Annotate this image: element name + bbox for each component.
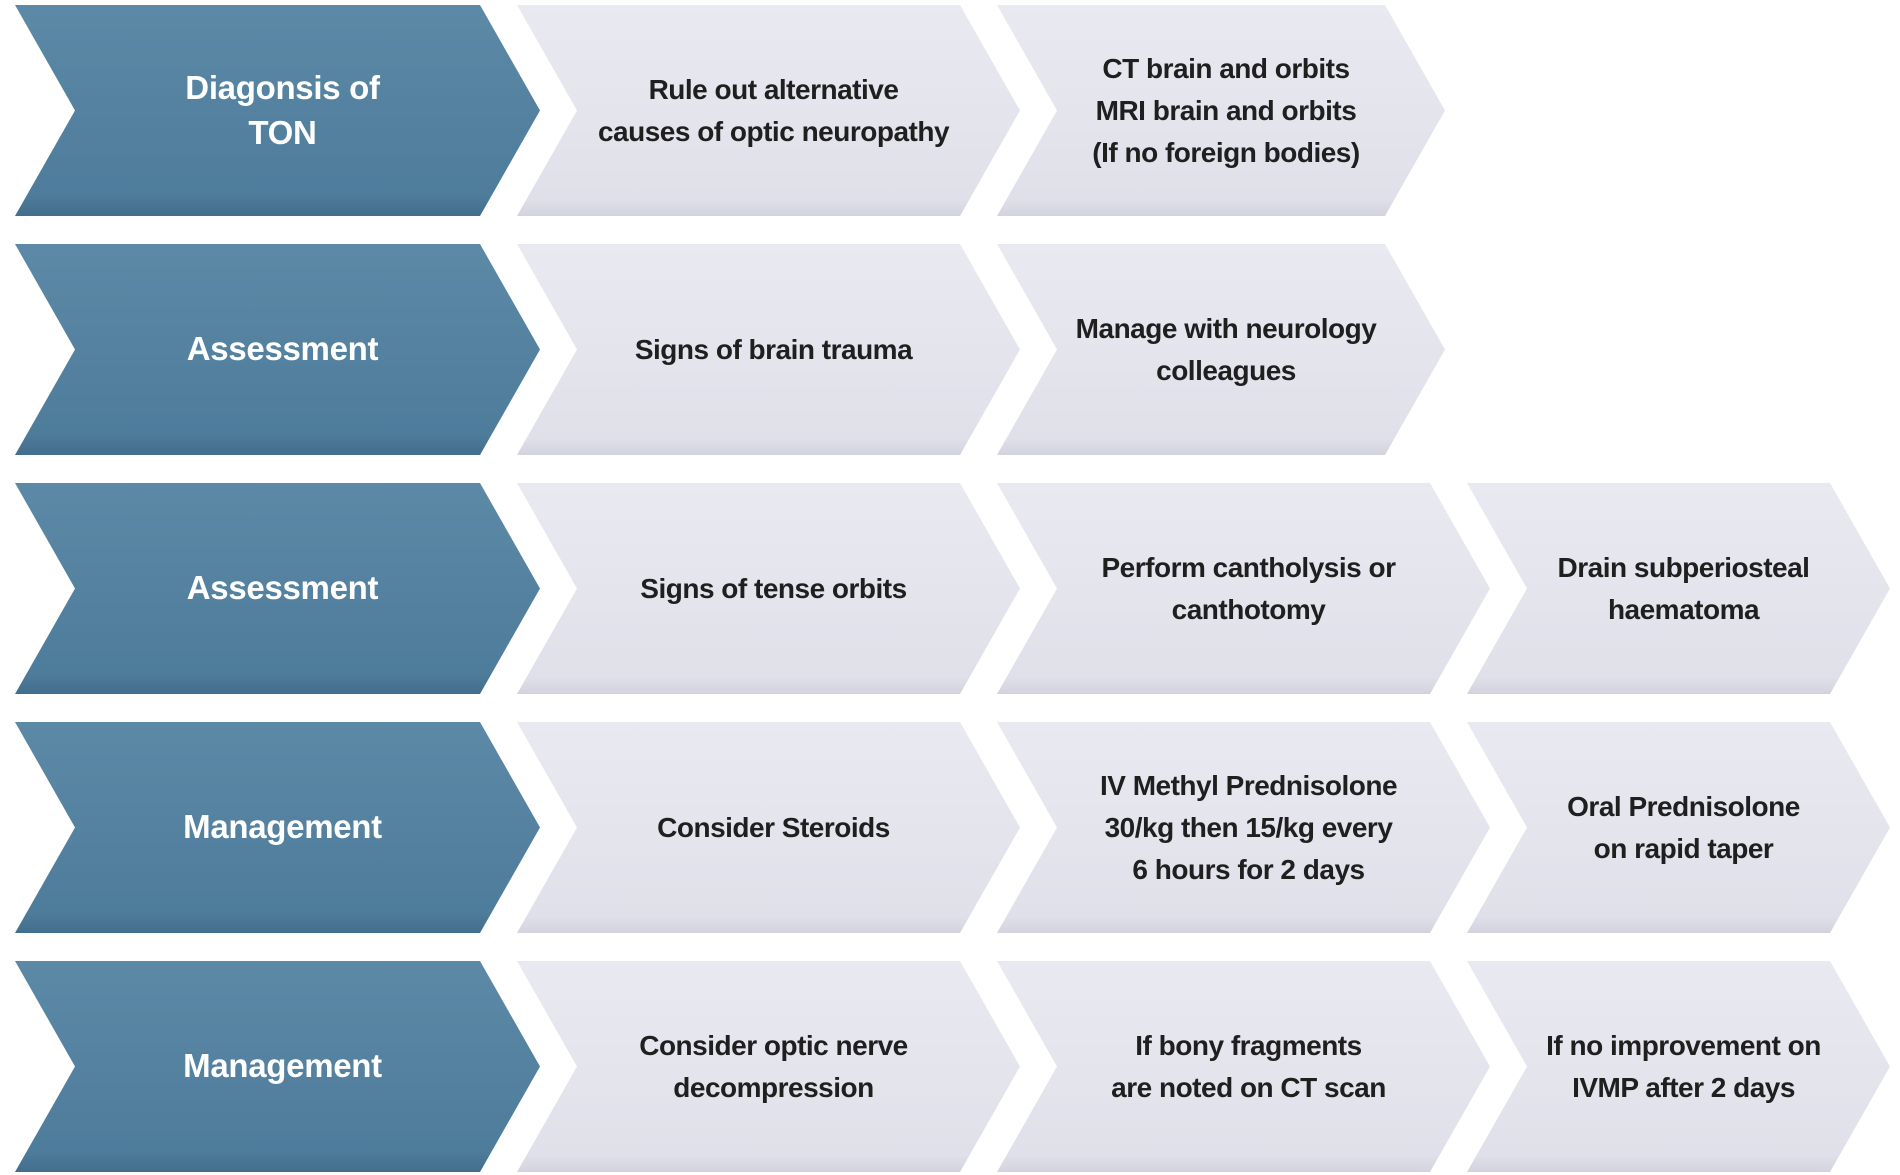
stage-label: Management (183, 1047, 382, 1085)
row-diagnosis: Diagonsis of TON Rule out alternative ca… (0, 5, 1900, 216)
step-label: IV Methyl Prednisolone 30/kg then 15/kg … (1099, 769, 1398, 885)
row-management-decompression: Management Consider optic nerve decompre… (0, 961, 1900, 1172)
step-chevron: IV Methyl Prednisolone 30/kg then 15/kg … (997, 722, 1490, 933)
stage-label: Diagonsis of TON (185, 68, 380, 151)
step-chevron: Signs of brain trauma (517, 244, 1020, 455)
step-chevron: If no improvement on IVMP after 2 days (1467, 961, 1890, 1172)
stage-label: Management (183, 808, 382, 846)
step-chevron: Consider optic nerve decompression (517, 961, 1020, 1172)
step-label: If bony fragments are noted on CT scan (1111, 1029, 1386, 1103)
stage-chevron-assessment: Assessment (15, 244, 540, 455)
step-chevron: Perform cantholysis or canthotomy (997, 483, 1490, 694)
stage-chevron-diagnosis: Diagonsis of TON (15, 5, 540, 216)
step-label: Consider optic nerve decompression (639, 1029, 908, 1103)
step-chevron: CT brain and orbits MRI brain and orbits… (997, 5, 1445, 216)
stage-chevron-assessment: Assessment (15, 483, 540, 694)
step-label: CT brain and orbits MRI brain and orbits… (1092, 52, 1360, 168)
stage-chevron-management: Management (15, 961, 540, 1172)
step-label: Drain subperiosteal haematoma (1557, 551, 1810, 625)
step-label: Consider Steroids (657, 811, 890, 843)
step-chevron: Consider Steroids (517, 722, 1020, 933)
step-chevron: Signs of tense orbits (517, 483, 1020, 694)
row-assessment-brain-trauma: Assessment Signs of brain trauma Manage … (0, 244, 1900, 455)
stage-label: Assessment (186, 569, 379, 607)
stage-label: Assessment (186, 330, 379, 368)
step-label: Signs of brain trauma (634, 333, 913, 365)
step-chevron: Rule out alternative causes of optic neu… (517, 5, 1020, 216)
row-assessment-tense-orbits: Assessment Signs of tense orbits Perform… (0, 483, 1900, 694)
step-label: Perform cantholysis or canthotomy (1101, 551, 1396, 625)
step-chevron: If bony fragments are noted on CT scan (997, 961, 1490, 1172)
step-label: Oral Prednisolone on rapid taper (1567, 790, 1800, 864)
step-label: If no improvement on IVMP after 2 days (1546, 1029, 1821, 1103)
step-chevron: Drain subperiosteal haematoma (1467, 483, 1890, 694)
row-management-steroids: Management Consider Steroids IV Methyl P… (0, 722, 1900, 933)
step-label: Rule out alternative causes of optic neu… (597, 73, 950, 147)
step-chevron: Manage with neurology colleagues (997, 244, 1445, 455)
step-label: Manage with neurology colleagues (1075, 312, 1377, 386)
step-chevron: Oral Prednisolone on rapid taper (1467, 722, 1890, 933)
stage-chevron-management: Management (15, 722, 540, 933)
step-label: Signs of tense orbits (640, 572, 907, 604)
